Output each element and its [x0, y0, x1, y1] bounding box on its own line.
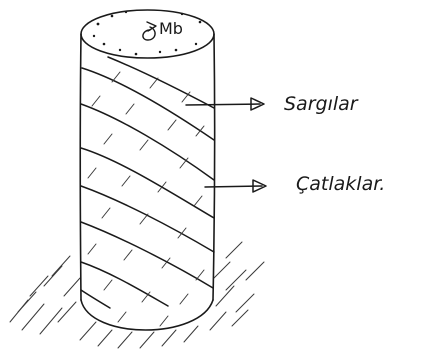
helix-label: Sargılar: [284, 93, 359, 115]
moment-label: Mb: [159, 19, 183, 38]
diagonal-cracks: [88, 72, 204, 326]
cylinder-top-face: [81, 10, 214, 58]
cylinder-body: [80, 34, 214, 330]
crack-label: Çatlaklar.: [296, 173, 385, 195]
helical-windings: [81, 57, 214, 308]
ground-hatching: [10, 242, 264, 348]
twisting-moment-arrow: [143, 22, 156, 40]
